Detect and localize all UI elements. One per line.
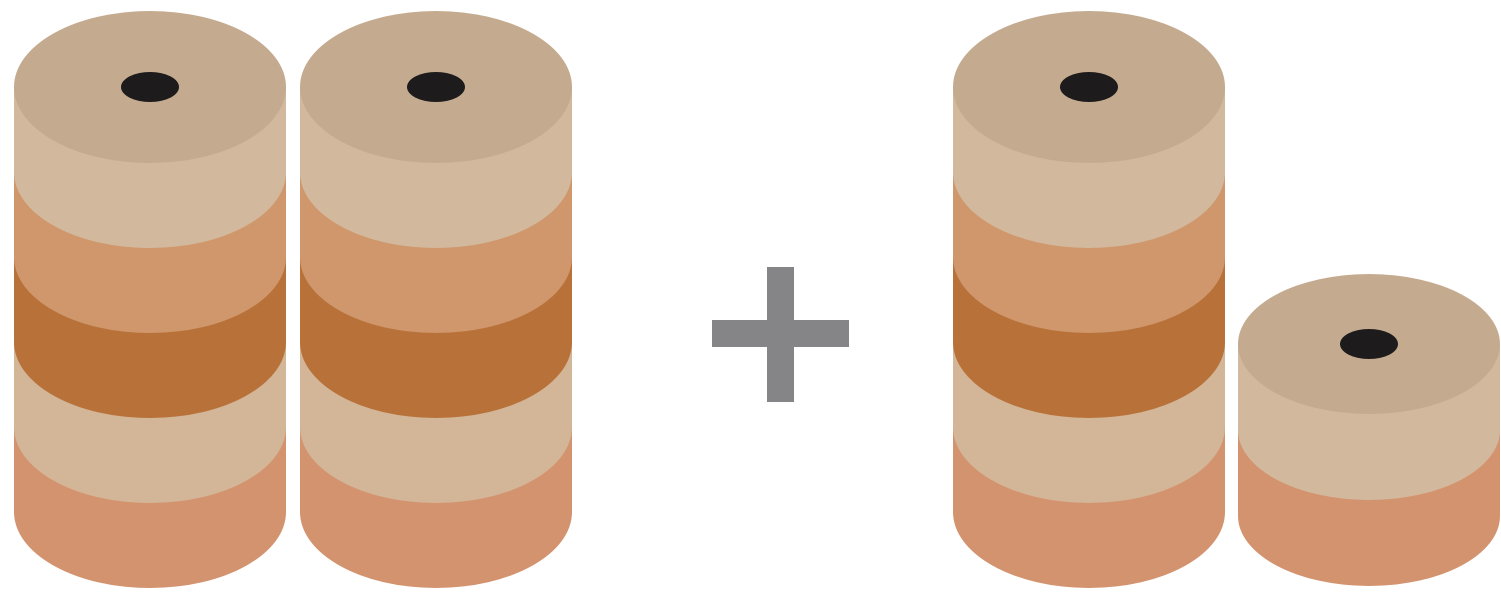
cylinder-hole bbox=[407, 72, 465, 102]
cylinder-hole bbox=[1340, 329, 1398, 359]
cylinder-hole bbox=[121, 72, 179, 102]
cylinder-hole bbox=[1060, 72, 1118, 102]
plus-icon bbox=[712, 267, 849, 402]
plus-vertical-bar bbox=[767, 267, 794, 402]
cylinder-stack-right-1 bbox=[953, 11, 1225, 588]
cylinder-stack-left-1 bbox=[14, 11, 286, 588]
cylinder-stack-left-2 bbox=[300, 11, 572, 588]
cylinder-stack-right-2 bbox=[1238, 274, 1500, 586]
